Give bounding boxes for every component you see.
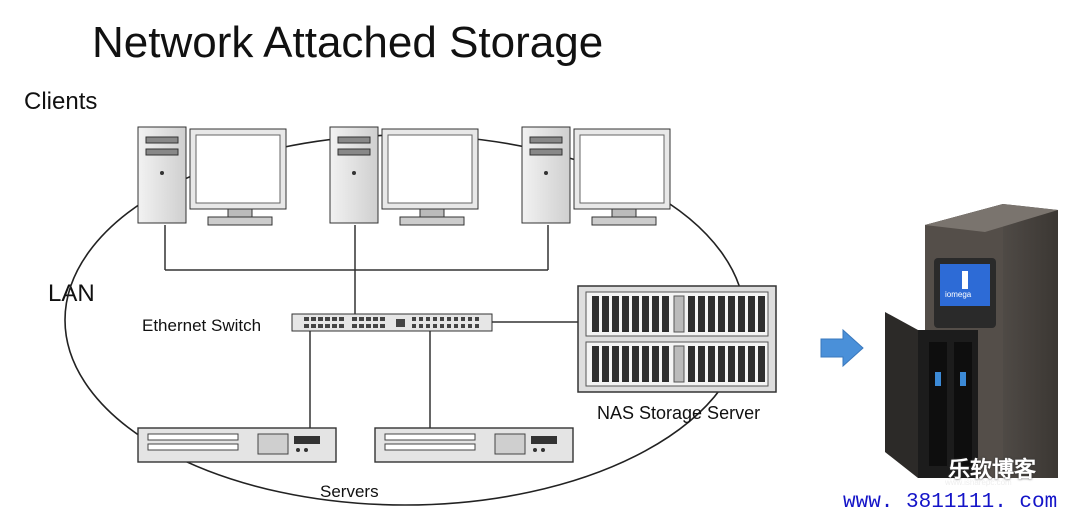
diagram-title: Network Attached Storage [92,18,604,67]
client-cabling [164,225,582,428]
client-workstation [137,126,287,226]
device-badge: iomega [945,290,972,299]
watermark-site: www.isharepc.com [945,478,1012,487]
right-arrow-icon [820,328,864,368]
client-workstation [521,126,671,226]
rack-server [137,427,337,463]
clients-label: Clients [24,88,98,115]
rack-server [374,427,574,463]
nas-device-photo [885,204,1058,478]
ethernet-switch [291,313,493,332]
watermark-url: www. 3811111. com [843,491,1058,514]
client-workstation [329,126,479,226]
servers-label: Servers [320,482,379,501]
watermark-brand: 乐软博客 [948,458,1037,483]
nas-storage-rack [577,285,777,393]
ethernet-switch-label: Ethernet Switch [142,316,262,335]
nas-storage-server-label: NAS Storage Server [597,403,761,423]
